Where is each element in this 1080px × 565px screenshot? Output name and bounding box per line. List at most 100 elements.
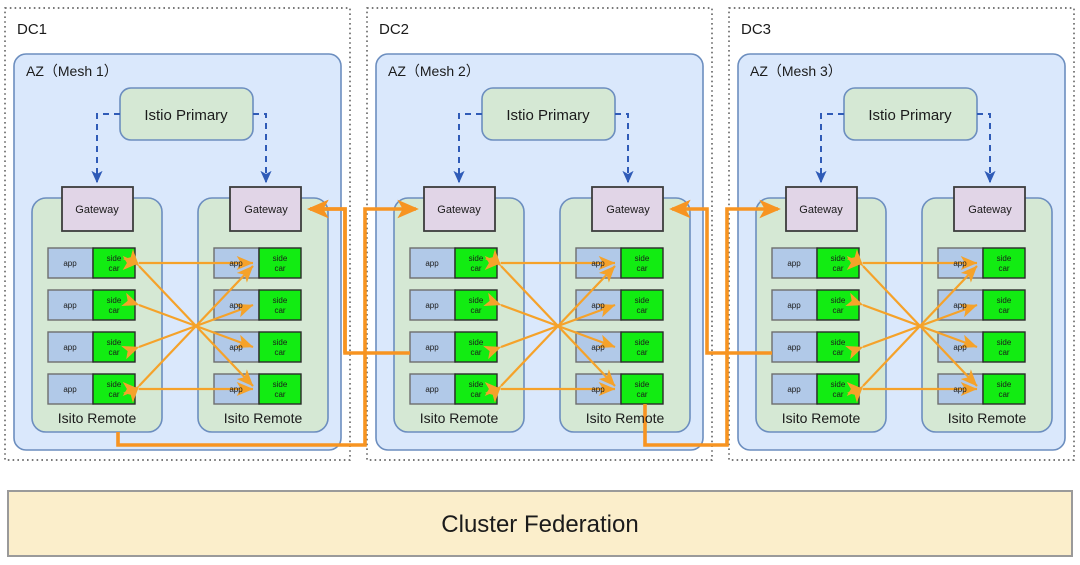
dc2-mesh-left-gateway-label[interactable]: Gateway — [437, 204, 481, 216]
dc3-mesh-left-gateway-label[interactable]: Gateway — [799, 204, 843, 216]
dc3-istio-primary-label[interactable]: Istio Primary — [868, 107, 952, 124]
pod-sidecar-label: side — [831, 296, 846, 305]
pod-sidecar-label: car — [832, 390, 843, 399]
dc2-label: DC2 — [379, 21, 409, 38]
dc1-mesh-left-gateway-label[interactable]: Gateway — [75, 204, 119, 216]
dc2-az-label: AZ（Mesh 2） — [388, 63, 480, 79]
cluster-federation-banner — [7, 490, 1073, 557]
pod-sidecar-label: side — [635, 296, 650, 305]
dc3-primary-to-left-gateway — [815, 113, 844, 184]
pod-app-label: app — [229, 301, 243, 310]
inter-dc-routes — [116, 199, 781, 447]
dc1-boundary — [4, 7, 351, 461]
pod-sidecar-label: side — [273, 254, 288, 263]
dc2-istio-primary-label[interactable]: Istio Primary — [506, 107, 590, 124]
pod-sidecar-label: side — [107, 296, 122, 305]
pod-sidecar-label: side — [831, 338, 846, 347]
pod-sidecar-label: car — [470, 264, 481, 273]
pod-sidecar-label: car — [832, 264, 843, 273]
pod-sidecar-label: car — [274, 390, 285, 399]
pod-sidecar-label: side — [997, 296, 1012, 305]
pod-app-label: app — [953, 301, 967, 310]
pod-sidecar-label: car — [108, 348, 119, 357]
pod-sidecar-label: car — [470, 390, 481, 399]
pod-sidecar-label: car — [998, 348, 1009, 357]
pod-sidecar-label: side — [997, 338, 1012, 347]
dc2-primary-to-left-gateway — [453, 113, 482, 184]
pod-sidecar-label: side — [273, 380, 288, 389]
dc2-boundary — [366, 7, 713, 461]
pod-sidecar-label: car — [832, 348, 843, 357]
pod-sidecar-label: car — [108, 390, 119, 399]
dc1-istio-primary-label[interactable]: Istio Primary — [144, 107, 228, 124]
dc1-mesh-right-gateway-box — [229, 186, 302, 232]
dc2-mesh-left-gateway-box — [423, 186, 496, 232]
pod-app-label: app — [425, 385, 439, 394]
intra-az-mesh-arrows — [121, 249, 978, 403]
pod-sidecar-label: car — [274, 264, 285, 273]
pod-app-label: app — [425, 259, 439, 268]
pod-sidecar-label: side — [107, 338, 122, 347]
dc1-mesh-left-gateway-box — [61, 186, 134, 232]
pod-app-label: app — [229, 385, 243, 394]
dc3-mesh-left-remote-label: Isito Remote — [782, 410, 861, 426]
pod-sidecar-label: side — [469, 254, 484, 263]
pod-sidecar-label: car — [636, 306, 647, 315]
pod-app-label: app — [953, 385, 967, 394]
pod-sidecar-label: side — [273, 296, 288, 305]
pod-app-label: app — [63, 259, 77, 268]
pod-app-label: app — [425, 301, 439, 310]
dc2-mesh-right-gateway-label[interactable]: Gateway — [606, 204, 650, 216]
dc3-mesh-right-gateway-label[interactable]: Gateway — [968, 204, 1012, 216]
pod-app-label: app — [591, 259, 605, 268]
dc2-mesh-left-remote-label: Isito Remote — [420, 410, 499, 426]
pod-sidecar-label: car — [636, 390, 647, 399]
pod-app-label: app — [229, 259, 243, 268]
dc1-mesh-right-gateway-label[interactable]: Gateway — [244, 204, 288, 216]
pod-sidecar-label: side — [831, 380, 846, 389]
dc2-mesh-right-remote-label: Isito Remote — [586, 410, 665, 426]
pod-sidecar-label: car — [108, 306, 119, 315]
pod-sidecar-label: car — [998, 390, 1009, 399]
pod-sidecar-label: car — [998, 264, 1009, 273]
pod-sidecar-label: side — [997, 380, 1012, 389]
pod-sidecar-label: side — [107, 380, 122, 389]
pod-app-label: app — [425, 343, 439, 352]
cluster-federation-label: Cluster Federation — [441, 511, 638, 538]
pod-sidecar-label: car — [274, 348, 285, 357]
dc3-az-label: AZ（Mesh 3） — [750, 63, 842, 79]
pod-app-label: app — [787, 343, 801, 352]
dc2-mesh-right-gateway-box — [591, 186, 664, 232]
pod-app-label: app — [953, 259, 967, 268]
dc2-cross-arrows — [483, 249, 616, 403]
dc3-label: DC3 — [741, 21, 771, 38]
pod-sidecar-label: side — [635, 380, 650, 389]
dc1-az-label: AZ（Mesh 1） — [26, 63, 118, 79]
dc2-primary-to-right-gateway — [615, 113, 634, 184]
pod-app-label: app — [591, 301, 605, 310]
route-dc3-to-dc2-gateway — [669, 199, 772, 355]
pod-sidecar-label: side — [831, 254, 846, 263]
dc3-mesh-right-remote-label: Isito Remote — [948, 410, 1027, 426]
pod-sidecar-label: side — [469, 380, 484, 389]
pod-sidecar-label: side — [469, 296, 484, 305]
pod-sidecar-label: side — [997, 254, 1012, 263]
pod-app-label: app — [787, 385, 801, 394]
pod-app-label: app — [953, 343, 967, 352]
dc3-primary-to-right-gateway — [977, 113, 996, 184]
pod-sidecar-label: car — [470, 348, 481, 357]
pod-sidecar-label: car — [832, 306, 843, 315]
pod-sidecar-label: side — [273, 338, 288, 347]
dc1-mesh-right-remote-label: Isito Remote — [224, 410, 303, 426]
dc1-primary-to-right-gateway — [253, 113, 272, 184]
dc1-mesh-left-remote-label: Isito Remote — [58, 410, 137, 426]
pod-sidecar-label: car — [274, 306, 285, 315]
dc3-mesh-left-gateway-box — [785, 186, 858, 232]
pod-app-label: app — [63, 385, 77, 394]
pod-app-label: app — [63, 301, 77, 310]
pod-app-label: app — [787, 301, 801, 310]
pod-sidecar-label: side — [107, 254, 122, 263]
